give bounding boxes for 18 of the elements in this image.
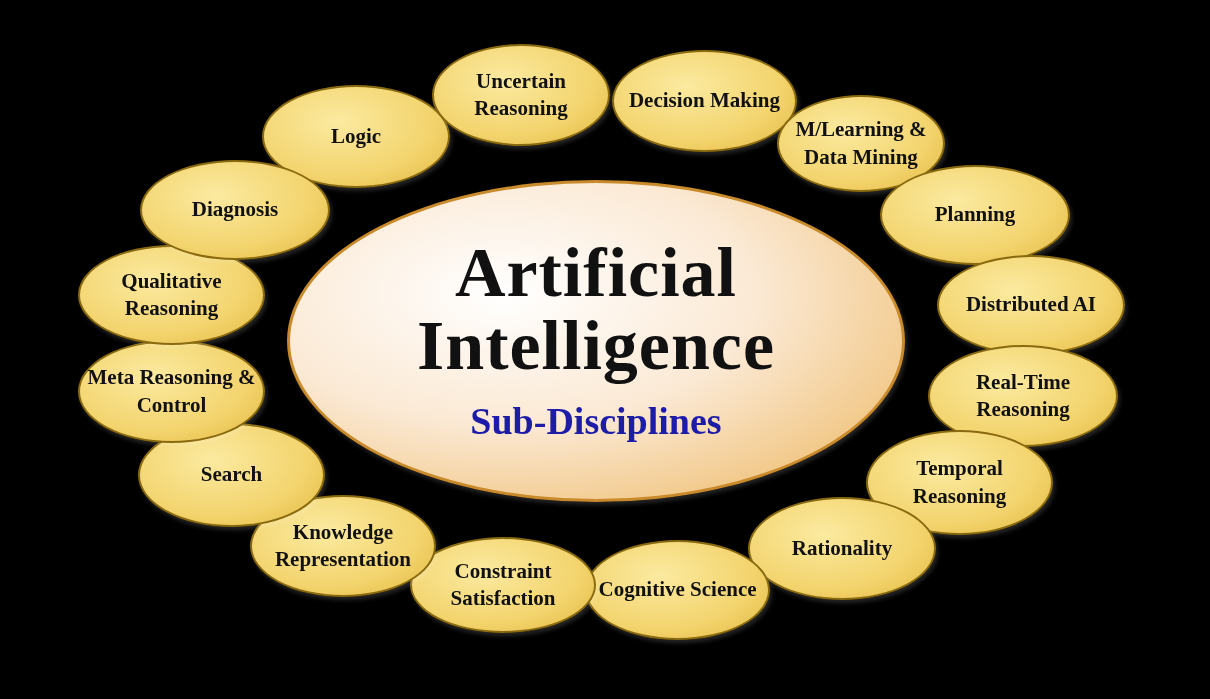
topic-label: Search (200, 461, 263, 489)
topic-label: Constraint Satisfaction (449, 557, 557, 612)
topic-label: Temporal Reasoning (911, 455, 1008, 510)
topic-label: Planning (934, 201, 1016, 229)
topic-label: Cognitive Science (598, 576, 757, 604)
topic-label: Logic (330, 122, 382, 150)
center-title: Artificial Intelligence (415, 235, 776, 383)
topic-label: Real-Time Reasoning (974, 368, 1072, 423)
topic-label: Rationality (791, 534, 893, 562)
topic-label: Distributed AI (965, 291, 1097, 319)
topic-label: Knowledge Representation (273, 518, 413, 573)
topic-label: Diagnosis (191, 196, 279, 224)
topic-label: Uncertain Reasoning (473, 67, 569, 122)
topic-label: Qualitative Reasoning (120, 267, 223, 322)
topic-label: Decision Making (628, 87, 781, 115)
topic-label: Meta Reasoning & Control (86, 364, 257, 419)
topic-label: M/Learning & Data Mining (794, 116, 928, 171)
center-subtitle: Sub-Disciplines (470, 398, 722, 444)
